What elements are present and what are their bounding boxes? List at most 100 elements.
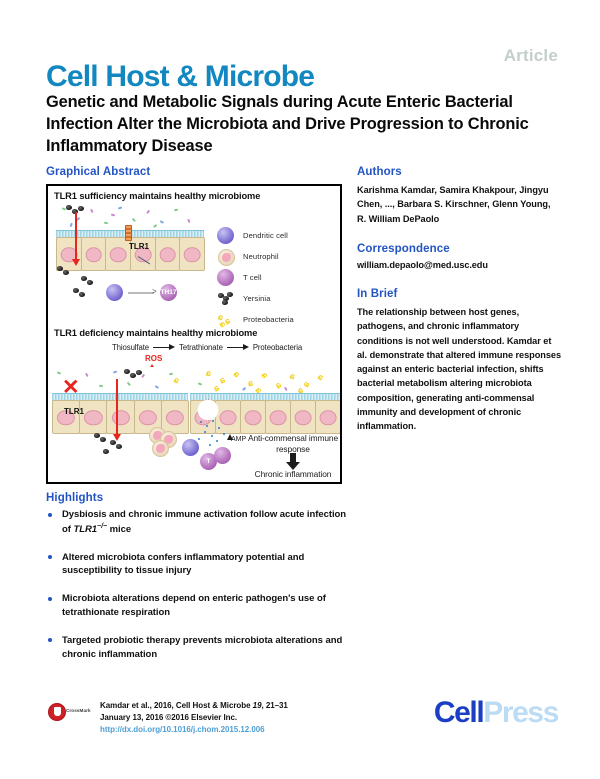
ros-burst-label: ROS — [200, 406, 216, 414]
legend-item: T cell — [216, 268, 294, 287]
legend-label: Neutrophil — [243, 252, 279, 261]
legend-label: T cell — [243, 273, 262, 282]
yersinia-icon — [216, 290, 236, 307]
tlr1-receptor-icon — [125, 225, 132, 241]
ros-label: ROS — [145, 354, 163, 363]
yersinia-icon — [100, 437, 106, 442]
yersinia-icon — [110, 440, 116, 445]
proteobacteria-icon: ɕ ɕ ɕ — [216, 311, 232, 330]
t-cell-icon: T — [200, 453, 217, 470]
dendritic-cell-icon — [216, 227, 236, 244]
highlight-text: Microbiota alterations depend on enteric… — [62, 593, 326, 618]
nucleus — [165, 409, 185, 426]
highlight-text-after: mice — [107, 523, 132, 535]
pathway-step-thiosulfate: Thiosulfate — [112, 343, 150, 352]
down-arrow-icon — [286, 453, 300, 470]
in-brief-text: The relationship between host genes, pat… — [357, 307, 562, 431]
nucleus — [269, 409, 287, 426]
lumen-bottom-right: ɕ ɕ ɕ ɕ ɕ ɕ ɕ ɕ ɕ ɕ ɕ ɕ — [190, 367, 340, 393]
ros-up-arrow-icon — [149, 364, 155, 369]
highlights-list: Dysbiosis and chronic immune activation … — [46, 508, 351, 675]
ga-top-panel: TLR1 > TH17 Dendriti — [48, 204, 340, 329]
graphical-abstract-heading: Graphical Abstract — [46, 166, 151, 178]
dendritic-cell-icon — [182, 439, 199, 456]
list-item: Altered microbiota confers inflammatory … — [46, 551, 351, 579]
epithelium-top: TLR1 — [56, 204, 206, 274]
in-brief-heading: In Brief — [357, 288, 398, 300]
yersinia-icon — [94, 433, 100, 438]
doi-link[interactable]: http://dx.doi.org/10.1016/j.chom.2015.12… — [100, 724, 265, 734]
citation-line-2: January 13, 2016 ©2016 Elsevier Inc. — [100, 712, 238, 722]
th17-label: TH17 — [160, 289, 177, 296]
crossmark-icon[interactable] — [48, 703, 66, 721]
tlr1-blocked-x-icon: ✕ — [62, 376, 80, 399]
ga-bottom-panel-title: TLR1 deficiency maintains healthy microb… — [54, 328, 258, 338]
final-outcome-label: Chronic inflammation — [254, 469, 332, 479]
pathway-step-tetrathionate: Tetrathionate — [179, 343, 223, 352]
nucleus — [84, 409, 103, 426]
highlight-text: Altered microbiota confers inflammatory … — [62, 551, 305, 577]
yersinia-icon — [116, 444, 122, 449]
arrow-icon — [153, 344, 176, 351]
epithelial-cell — [52, 400, 81, 434]
brush-border-bottom-right — [190, 393, 340, 401]
cellpress-press-text: Press — [483, 696, 559, 729]
cell-press-logo: CellPress — [434, 696, 560, 729]
dendritic-cell-icon — [106, 284, 123, 301]
citation-line-1: Kamdar et al., 2016, Cell Host & Microbe… — [100, 700, 288, 712]
nucleus — [183, 246, 201, 263]
epithelial-cell — [315, 400, 340, 434]
citation-block: Kamdar et al., 2016, Cell Host & Microbe… — [100, 700, 288, 735]
yersinia-icon — [63, 270, 69, 275]
nucleus — [244, 409, 262, 426]
highlights-heading: Highlights — [46, 492, 104, 504]
article-type-label: Article — [503, 46, 558, 65]
correspondence-heading: Correspondence — [357, 243, 450, 255]
epithelial-cell — [106, 400, 135, 434]
graphical-abstract-figure: TLR1 sufficiency maintains healthy micro… — [46, 184, 342, 484]
highlight-text: Dysbiosis and chronic immune activation … — [62, 509, 347, 535]
lumen-bottom-left: ɕ — [52, 367, 188, 393]
t-cell-icon — [216, 269, 236, 286]
epithelial-cell — [290, 400, 316, 434]
nucleus — [134, 246, 152, 263]
legend-label: Proteobacteria — [243, 315, 294, 324]
epithelium-bottom-left: ɕ ✕ TLR1 — [52, 367, 190, 441]
yersinia-icon — [81, 276, 87, 281]
yersinia-icon — [87, 280, 93, 285]
arrow-icon — [226, 344, 249, 351]
neutrophil-icon — [152, 440, 169, 457]
yersinia-icon — [57, 266, 63, 271]
t-cell-icon — [214, 447, 231, 464]
epithelial-cell — [154, 237, 181, 271]
translocation-arrow-bottom — [113, 379, 121, 441]
epithelial-cell — [179, 237, 206, 271]
citation-pages: , 21–31 — [261, 701, 288, 710]
yersinia-icon — [103, 449, 109, 454]
amp-up-arrow-icon — [227, 434, 233, 440]
th17-cell-icon: TH17 — [160, 284, 177, 301]
authors-heading: Authors — [357, 166, 402, 178]
yersinia-icon — [79, 292, 85, 297]
citation-volume: 19 — [252, 701, 262, 710]
nucleus — [319, 409, 337, 426]
gene-name: TLR1 — [73, 523, 98, 535]
highlight-text: Targeted probiotic therapy prevents micr… — [62, 634, 343, 660]
epithelial-cell-row-top — [56, 237, 206, 271]
metabolic-pathway: Thiosulfate Tetrathionate Proteobacteria — [112, 343, 302, 352]
correspondence-email[interactable]: william.depaolo@med.usc.edu — [357, 260, 488, 270]
nucleus — [109, 246, 127, 263]
neutrophil-icon — [216, 248, 236, 266]
list-item: Dysbiosis and chronic immune activation … — [46, 508, 351, 537]
nucleus — [111, 409, 130, 426]
authors-list: Karishma Kamdar, Samira Khakpour, Jingyu… — [357, 185, 551, 224]
t-cell-label: T — [206, 458, 211, 465]
translocation-arrow-top — [72, 212, 80, 266]
legend-item: Dendritic cell — [216, 226, 294, 245]
page-title: Genetic and Metabolic Signals during Acu… — [46, 93, 529, 155]
brush-border-bottom-left — [52, 393, 188, 401]
epithelial-cell — [160, 400, 190, 434]
pathway-step-proteobacteria: Proteobacteria — [252, 343, 303, 352]
arrowhead-icon: > — [152, 287, 157, 296]
